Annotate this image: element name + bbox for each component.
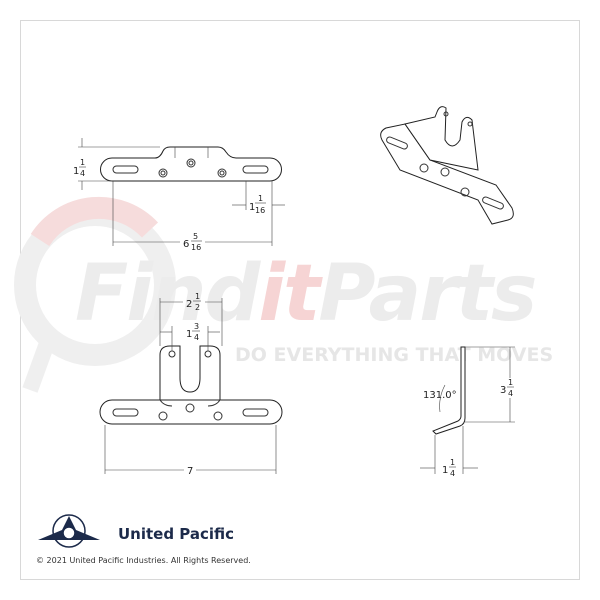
svg-text:16: 16 [191, 243, 201, 252]
svg-text:1: 1 [442, 465, 448, 476]
footer-brand: United Pacific [118, 525, 235, 543]
isometric-view [380, 106, 514, 225]
svg-text:1: 1 [450, 458, 455, 467]
dim-side-angle: 131.0° [423, 390, 457, 401]
dim-top-height: 1 1 4 [73, 158, 86, 178]
footer-copyright: © 2021 United Pacific Industries. All Ri… [36, 556, 251, 565]
svg-text:4: 4 [80, 169, 85, 178]
dim-front-length: 7 [187, 466, 193, 477]
svg-text:DO EVERYTHING THAT MOVES: DO EVERYTHING THAT MOVES [235, 344, 553, 366]
side-view [420, 346, 515, 474]
svg-text:5: 5 [193, 232, 198, 241]
watermark: FinditParts DO EVERYTHING THAT MOVES [14, 196, 553, 393]
dim-front-tab-outer: 2 1 2 [186, 292, 201, 312]
svg-text:4: 4 [194, 333, 199, 342]
svg-text:FinditParts: FinditParts [75, 249, 535, 339]
svg-text:4: 4 [508, 389, 513, 398]
svg-text:16: 16 [255, 206, 265, 215]
svg-text:2: 2 [195, 303, 200, 312]
svg-text:1: 1 [186, 329, 192, 340]
dim-front-tab-holes: 1 3 4 [186, 322, 200, 342]
dim-side-depth: 1 1 4 [442, 458, 456, 478]
svg-text:1: 1 [195, 292, 200, 301]
svg-text:3: 3 [500, 385, 506, 396]
svg-text:6: 6 [183, 239, 189, 250]
dim-side-height: 3 1 4 [500, 378, 514, 398]
svg-text:4: 4 [450, 469, 455, 478]
front-view [99, 298, 283, 474]
top-view [78, 138, 285, 246]
svg-text:1: 1 [258, 194, 263, 203]
svg-text:1: 1 [508, 378, 513, 387]
svg-text:2: 2 [186, 299, 192, 310]
dim-top-slot: 1 1 16 [249, 194, 266, 215]
dim-top-length: 6 5 16 [183, 232, 202, 252]
svg-text:1: 1 [80, 158, 85, 167]
svg-text:1: 1 [249, 202, 255, 213]
svg-text:3: 3 [194, 322, 199, 331]
united-pacific-logo [38, 514, 100, 548]
svg-text:1: 1 [73, 166, 79, 177]
